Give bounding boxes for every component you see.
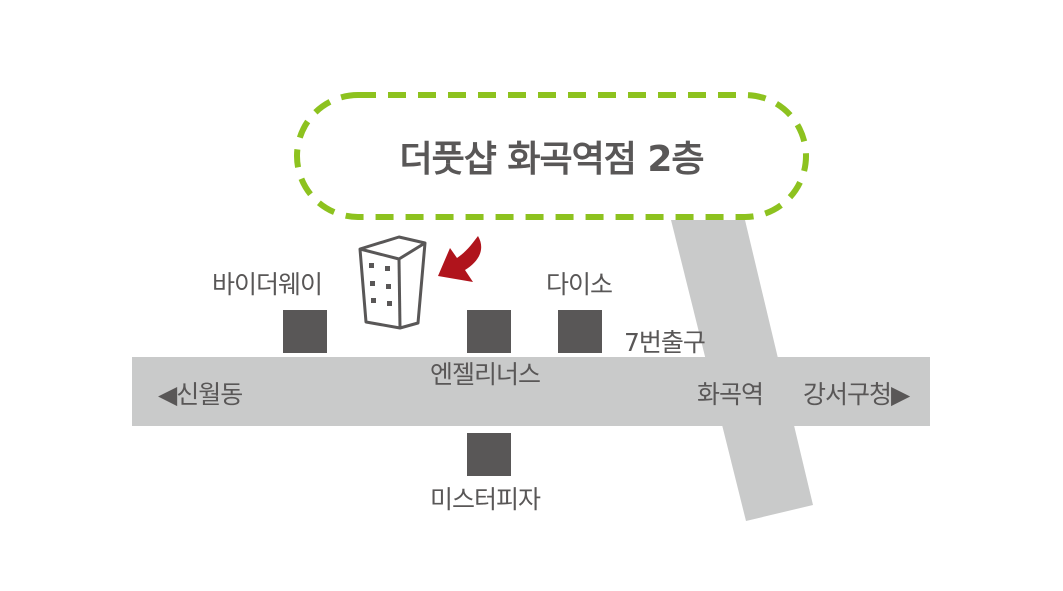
title-dashed-border — [294, 92, 809, 220]
angelinus-building — [467, 310, 511, 353]
misterpizza-building — [467, 433, 511, 476]
main-road — [132, 357, 930, 426]
target-building-icon — [358, 235, 427, 330]
direction-gangseo: 강서구청▶ — [803, 380, 910, 409]
label-angelinus: 엔젤리너스 — [430, 360, 541, 389]
label-gangseo: 강서구청 — [803, 380, 892, 409]
direction-sinwol: ◀신월동 — [158, 380, 243, 409]
label-hwagok-station: 화곡역 — [697, 380, 764, 409]
daiso-building — [558, 310, 602, 353]
bydaway-building — [283, 310, 327, 353]
label-exit7: 7번출구 — [624, 328, 706, 357]
right-triangle-icon: ▶ — [891, 380, 910, 409]
left-triangle-icon: ◀ — [158, 380, 177, 409]
label-sinwol: 신월동 — [176, 380, 243, 409]
label-daiso: 다이소 — [546, 270, 613, 299]
store-title: 더풋샵 화곡역점 2층 — [399, 139, 704, 180]
label-misterpizza: 미스터피자 — [430, 485, 541, 514]
label-bydaway: 바이더웨이 — [212, 270, 323, 299]
pointer-arrow-icon — [438, 236, 482, 282]
